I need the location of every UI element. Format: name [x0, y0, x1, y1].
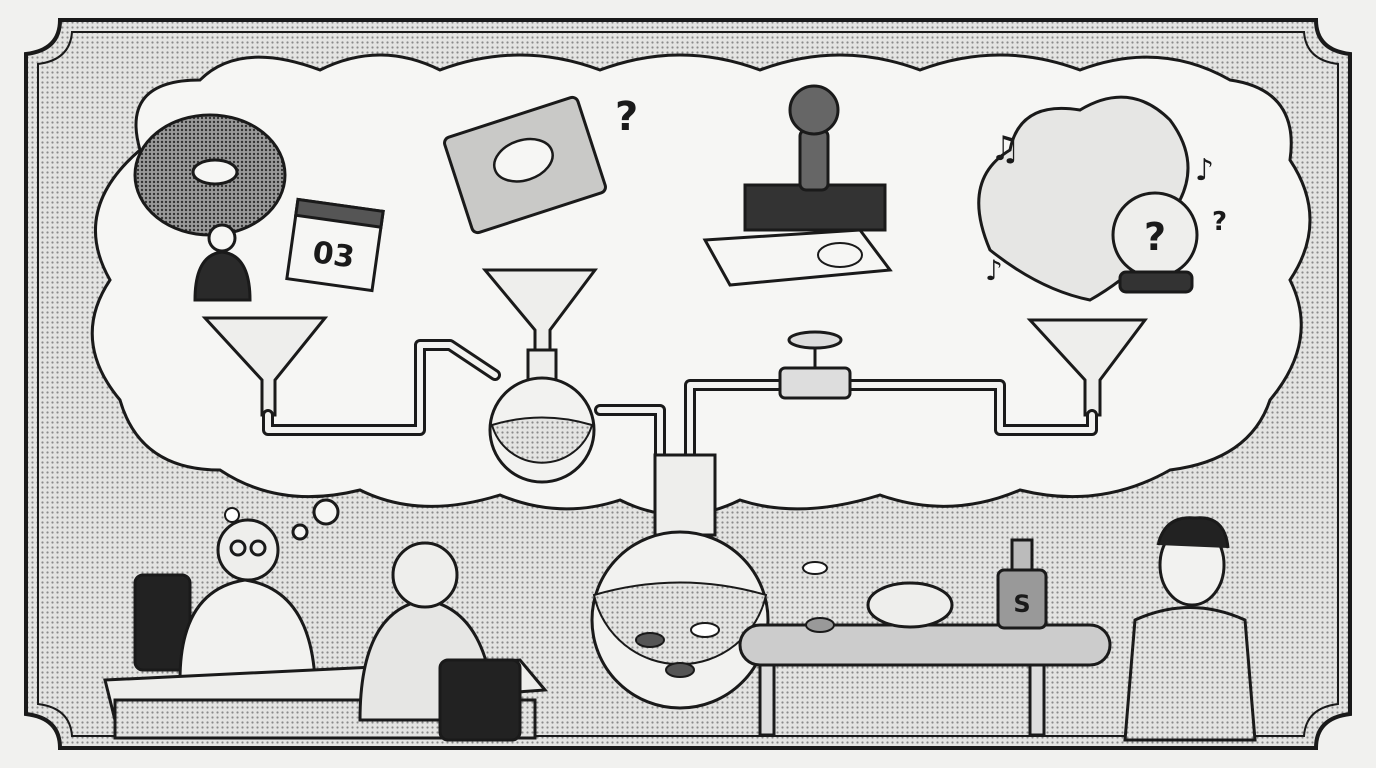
- music-note-icon: ♪: [985, 254, 1003, 287]
- valve-icon: [778, 330, 852, 400]
- bottle-label: S: [1013, 590, 1030, 618]
- book-question-mark: ?: [615, 94, 638, 140]
- brain-icon: [493, 137, 554, 183]
- pill-icon: [665, 662, 695, 678]
- round-flask-small: [488, 348, 596, 484]
- music-note-icon: ♪: [1195, 153, 1214, 188]
- thought-bubble-small: [312, 498, 340, 526]
- pill-icon: [805, 617, 835, 633]
- crystal-ball-question-mark: ?: [1144, 215, 1166, 259]
- patient-chair: [438, 658, 522, 742]
- roast-chicken-icon: [866, 581, 954, 629]
- calendar-date: 03: [310, 235, 356, 275]
- smoke-question-mark: ?: [1212, 207, 1227, 237]
- donut-icon: [133, 113, 287, 237]
- funnel-right: [1026, 318, 1148, 417]
- pill-icon: [802, 561, 828, 575]
- crystal-ball-icon: ?: [1111, 191, 1199, 294]
- conveyor-belt: [738, 623, 1112, 737]
- calendar-icon: 03: [285, 197, 385, 293]
- businessman-figure: [193, 223, 252, 302]
- confused-man-figure: [1123, 516, 1257, 742]
- funnel-left: [201, 316, 329, 417]
- brain-book-icon: [443, 95, 607, 235]
- pill-icon: [690, 622, 720, 638]
- music-note-icon: ♫: [990, 129, 1020, 169]
- pill-icon: [635, 632, 665, 648]
- snake-oil-bottle-icon: S: [996, 538, 1048, 630]
- doctor-desk-scene: [103, 507, 549, 742]
- thought-bubble-tiny: [291, 523, 309, 541]
- rubber-stamp-icon: [702, 84, 893, 287]
- head-mirror-icon: [224, 507, 240, 523]
- round-flask-large: [590, 453, 770, 710]
